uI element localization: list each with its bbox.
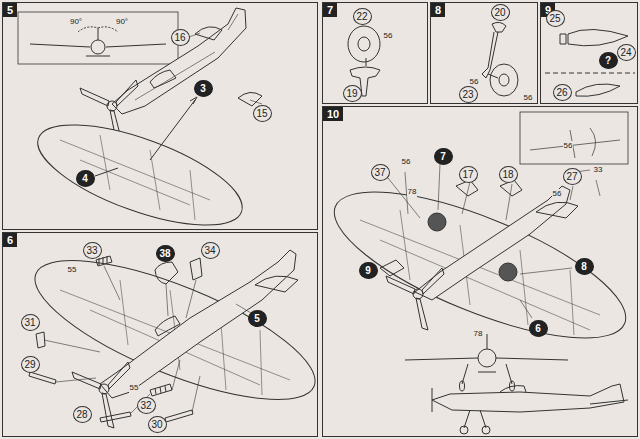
callout-number: 30 <box>148 416 167 433</box>
callout-number: 19 <box>343 85 362 102</box>
dimension-note: 33 <box>593 165 604 175</box>
callout-number: 25 <box>546 10 565 27</box>
dimension-note: 90° <box>69 17 83 27</box>
dimension-note: 78 <box>407 187 418 197</box>
step-number: 10 <box>323 107 343 121</box>
callout-number: ? <box>599 52 618 69</box>
callout-number: 20 <box>491 4 510 21</box>
tailplane-15 <box>238 92 262 106</box>
callout-number: 8 <box>575 258 594 275</box>
exhaust-part <box>96 256 112 266</box>
step-number: 6 <box>3 233 17 247</box>
dimension-note: 56 <box>552 189 563 199</box>
step-panel: 8 <box>430 2 538 104</box>
step-panel: 6 <box>2 232 318 437</box>
callout-number: 18 <box>499 166 518 183</box>
callout-number: 27 <box>563 168 582 185</box>
callout-number: 24 <box>617 44 636 61</box>
callout-number: 29 <box>21 356 40 373</box>
dimension-note: 78 <box>473 329 484 339</box>
canopy-part <box>155 262 178 284</box>
callout-number: 26 <box>553 84 572 101</box>
callout-number: 4 <box>76 170 95 187</box>
callout-number: 34 <box>201 242 220 259</box>
dimension-note: 90° <box>115 17 129 27</box>
inset-frame <box>18 12 178 64</box>
callout-number: 7 <box>434 148 453 165</box>
part-34 <box>190 258 202 280</box>
callout-number: 33 <box>83 242 102 259</box>
step-number: 7 <box>323 3 337 17</box>
step-number: 8 <box>431 3 445 17</box>
dimension-note: 56 <box>401 157 412 167</box>
callout-number: 22 <box>353 8 372 25</box>
callout-number: 31 <box>21 314 40 331</box>
dimension-note: 55 <box>67 265 78 275</box>
callout-number: 37 <box>371 164 390 181</box>
dimension-note: 56 <box>383 31 394 41</box>
dimension-note: 56 <box>523 93 534 103</box>
callout-number: 5 <box>248 310 267 327</box>
dimension-note: 55 <box>129 383 140 393</box>
dimension-note: 56 <box>563 141 574 151</box>
callout-number: 3 <box>194 80 213 97</box>
callout-number: 15 <box>253 105 272 122</box>
callout-number: 17 <box>459 166 478 183</box>
callout-number: 6 <box>529 320 548 337</box>
callout-number: 38 <box>156 245 175 262</box>
callout-number: 16 <box>171 29 190 46</box>
callout-number: 32 <box>137 397 156 414</box>
callout-number: 23 <box>459 86 478 103</box>
step-panel: 7 <box>322 2 428 104</box>
callout-number: 28 <box>73 406 92 423</box>
callout-number: 9 <box>359 262 378 279</box>
step-number: 5 <box>3 3 17 17</box>
